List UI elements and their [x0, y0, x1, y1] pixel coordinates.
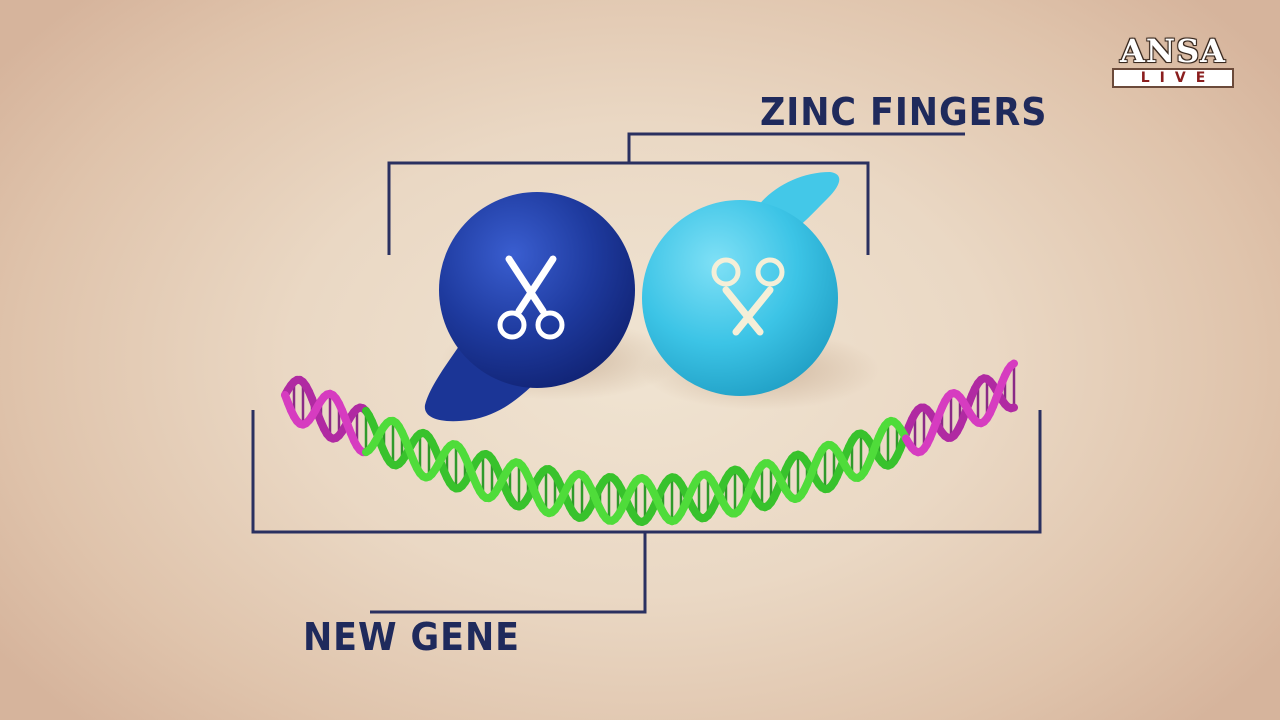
scissors-icon: [497, 255, 565, 340]
zinc-finger-light-blue: [642, 172, 840, 396]
dna-strand-front: [1007, 359, 1018, 370]
dna-helix: [281, 359, 1018, 527]
zinc-fingers-label: ZINC FINGERS: [760, 90, 1048, 134]
ansa-live-logo: ANSA LIVE: [1110, 34, 1236, 90]
zinc-finger-dark-blue: [424, 192, 635, 422]
zinc-fingers-bracket: [387, 132, 965, 255]
dna-strand-back: [1007, 403, 1018, 413]
new-gene-label: NEW GENE: [303, 615, 520, 659]
new-gene-bracket: [251, 410, 1042, 614]
scissors-icon: [711, 257, 785, 336]
logo-top-text: ANSA: [1119, 32, 1226, 70]
logo-bottom-text: LIVE: [1112, 68, 1234, 88]
